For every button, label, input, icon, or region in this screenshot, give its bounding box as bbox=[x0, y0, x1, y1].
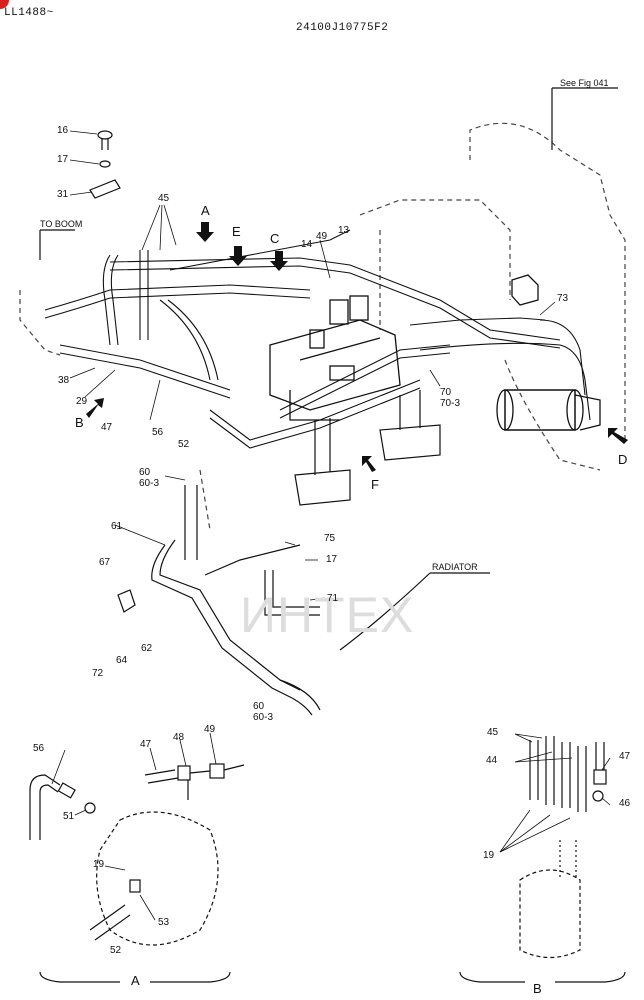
detail-a-drawing bbox=[29, 763, 245, 983]
arrow-view-a bbox=[196, 222, 214, 242]
detail-b-label: B bbox=[533, 981, 542, 996]
clip-31 bbox=[89, 179, 121, 199]
part-38: 38 bbox=[58, 375, 70, 386]
detail-a-part-19: 19 bbox=[93, 859, 105, 870]
part-72: 72 bbox=[92, 668, 104, 679]
tank-assembly-73 bbox=[496, 274, 601, 431]
part-67: 67 bbox=[99, 557, 111, 568]
detail-a-part-51: 51 bbox=[63, 811, 75, 822]
detail-b-part-44: 44 bbox=[486, 755, 498, 766]
part-70: 70 bbox=[440, 387, 452, 398]
part-64: 64 bbox=[116, 655, 128, 666]
detail-a-part-52: 52 bbox=[110, 945, 122, 956]
view-label-a: A bbox=[201, 203, 210, 218]
arrow-view-c bbox=[270, 251, 288, 271]
see-fig-leader bbox=[551, 87, 618, 150]
part-29: 29 bbox=[76, 396, 88, 407]
detail-b-part-19: 19 bbox=[483, 850, 495, 861]
part-60-lower: 60 bbox=[253, 701, 265, 712]
see-fig-note: See Fig 041 bbox=[560, 78, 609, 88]
radiator-note: RADIATOR bbox=[432, 562, 478, 572]
corner-marker bbox=[0, 0, 9, 9]
detail-a-part-53: 53 bbox=[158, 917, 170, 928]
part-17: 17 bbox=[57, 154, 69, 165]
detail-a-part-47: 47 bbox=[140, 739, 152, 750]
part-47: 47 bbox=[101, 422, 113, 433]
to-boom-leader bbox=[39, 229, 75, 260]
part-13: 13 bbox=[338, 225, 350, 236]
view-label-d: D bbox=[618, 452, 628, 467]
part-56: 56 bbox=[152, 427, 164, 438]
part-17-lower: 17 bbox=[326, 554, 338, 565]
detail-b-part-46: 46 bbox=[619, 798, 631, 809]
part-45: 45 bbox=[158, 193, 170, 204]
arrow-view-e bbox=[229, 246, 247, 266]
watermark-text: ИНТЕХ bbox=[240, 587, 415, 643]
leader-lines bbox=[51, 130, 611, 921]
detail-b-drawing bbox=[459, 736, 626, 983]
support-strap-71 bbox=[264, 570, 320, 616]
washer-17 bbox=[99, 160, 111, 168]
part-60-3-lower: 60-3 bbox=[253, 712, 274, 723]
part-75: 75 bbox=[324, 533, 336, 544]
part-31: 31 bbox=[57, 189, 69, 200]
mount-bracket bbox=[294, 390, 441, 506]
detail-a-part-56: 56 bbox=[33, 743, 45, 754]
arrow-view-f bbox=[362, 456, 376, 472]
to-boom-note: TO BOOM bbox=[40, 219, 83, 229]
arrow-view-d bbox=[608, 428, 628, 444]
part-60-3: 60-3 bbox=[139, 478, 160, 489]
radiator-pipes bbox=[151, 485, 321, 716]
corner-code: LL1488~ bbox=[4, 7, 54, 19]
detail-b-part-45: 45 bbox=[487, 727, 499, 738]
detail-a-part-49: 49 bbox=[204, 724, 216, 735]
arrow-view-b bbox=[86, 398, 104, 418]
detail-b-part-47: 47 bbox=[619, 751, 631, 762]
bolt-16 bbox=[97, 130, 113, 150]
part-14: 14 bbox=[301, 239, 313, 250]
drawing-number: 24100J10775F2 bbox=[296, 22, 389, 34]
radiator-leader bbox=[339, 572, 490, 651]
part-71: 71 bbox=[327, 593, 339, 604]
hose-bundle bbox=[44, 229, 591, 449]
part-60: 60 bbox=[139, 467, 151, 478]
view-label-b: B bbox=[75, 415, 84, 430]
part-16: 16 bbox=[57, 125, 69, 136]
control-valve-block bbox=[269, 295, 401, 421]
view-label-e: E bbox=[232, 224, 241, 239]
detail-a-part-48: 48 bbox=[173, 732, 185, 743]
view-label-c: C bbox=[270, 231, 280, 246]
part-73: 73 bbox=[557, 293, 569, 304]
part-52: 52 bbox=[178, 439, 190, 450]
part-49: 49 bbox=[316, 231, 328, 242]
clamp-62 bbox=[117, 589, 136, 613]
part-62: 62 bbox=[141, 643, 153, 654]
part-70-3: 70-3 bbox=[440, 398, 461, 409]
engine-outline bbox=[19, 122, 626, 531]
part-61: 61 bbox=[111, 521, 123, 532]
view-label-f: F bbox=[371, 477, 379, 492]
view-arrows bbox=[86, 222, 628, 472]
detail-a-label: A bbox=[131, 973, 140, 988]
